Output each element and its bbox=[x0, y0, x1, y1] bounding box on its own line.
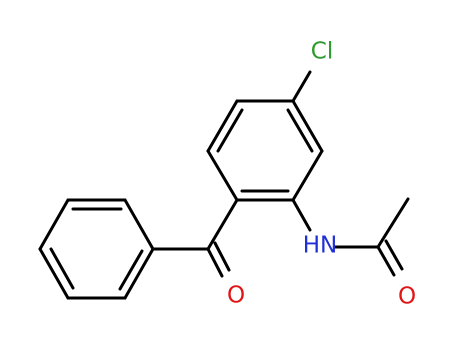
bond bbox=[206, 99, 239, 153]
acetyl-group bbox=[333, 197, 410, 277]
double-bond-inner bbox=[118, 249, 144, 291]
chlorine-label: Cl bbox=[311, 39, 333, 65]
bond bbox=[123, 198, 155, 251]
bond bbox=[206, 149, 239, 202]
phenyl-ring bbox=[38, 198, 155, 300]
double-bond-inner bbox=[49, 247, 75, 290]
bond bbox=[291, 149, 324, 202]
bond bbox=[384, 239, 404, 271]
chlorine-bond bbox=[291, 70, 312, 103]
bond bbox=[123, 247, 155, 300]
double-bond-inner bbox=[216, 108, 244, 153]
ketone-group bbox=[151, 198, 239, 278]
amide-oxygen-label: O bbox=[398, 284, 416, 310]
nitrogen-label: HN bbox=[303, 233, 338, 259]
methyl-bond bbox=[376, 197, 410, 249]
nitrogen-bond bbox=[291, 198, 312, 232]
central-ring bbox=[206, 99, 324, 202]
ketone-oxygen-label: O bbox=[227, 283, 245, 309]
double-bond-inner bbox=[286, 108, 314, 153]
bond bbox=[376, 245, 396, 277]
bond bbox=[38, 198, 70, 251]
bond bbox=[291, 99, 324, 153]
bond bbox=[206, 247, 224, 278]
bond bbox=[206, 198, 239, 251]
bond bbox=[213, 241, 231, 272]
bond bbox=[38, 247, 70, 300]
